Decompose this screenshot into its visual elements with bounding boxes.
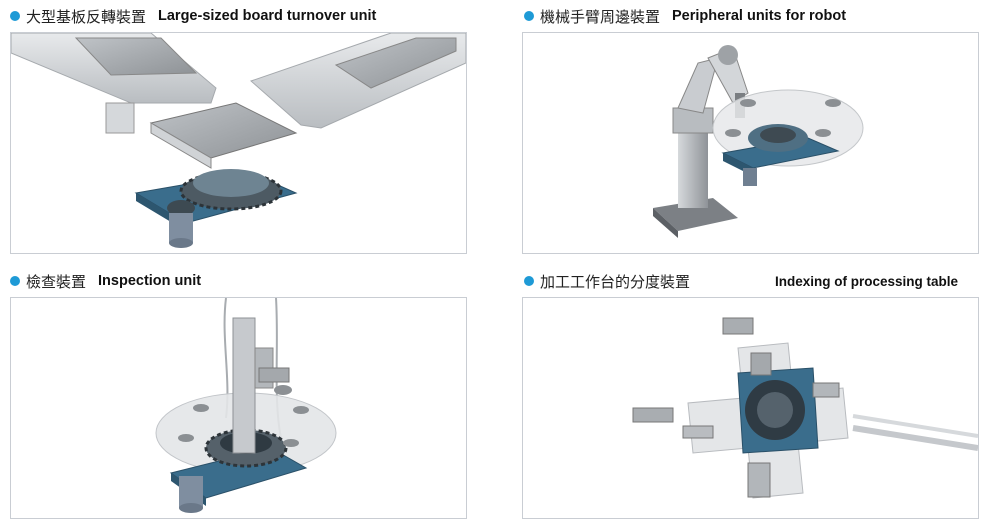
panel-heading-english: Indexing of processing table <box>775 270 958 292</box>
bullet-dot-icon <box>524 276 534 286</box>
heading-chinese: 大型基板反轉裝置 <box>26 7 147 26</box>
heading-chinese: 加工工作台的分度裝置 <box>540 272 691 291</box>
robot-peripheral-illustration <box>522 32 979 254</box>
panel-heading: 大型基板反轉裝置 Large-sized board turnover unit <box>10 5 376 27</box>
panel-heading: 加工工作台的分度裝置 <box>524 270 702 292</box>
heading-english: Peripheral units for robot <box>672 8 847 24</box>
panel-heading: 機械手臂周邊裝置 Peripheral units for robot <box>524 5 846 27</box>
panel-heading: 檢查裝置 Inspection unit <box>10 270 201 292</box>
indexing-table-illustration <box>522 297 979 519</box>
board-turnover-illustration <box>10 32 467 254</box>
bullet-dot-icon <box>10 276 20 286</box>
heading-english: Large-sized board turnover unit <box>158 8 377 24</box>
heading-english: Inspection unit <box>98 273 202 289</box>
heading-chinese: 機械手臂周邊裝置 <box>540 7 661 26</box>
inspection-unit-illustration <box>10 297 467 519</box>
bullet-dot-icon <box>524 11 534 21</box>
bullet-dot-icon <box>10 11 20 21</box>
heading-english: Indexing of processing table <box>775 273 959 289</box>
heading-chinese: 檢查裝置 <box>26 272 87 291</box>
